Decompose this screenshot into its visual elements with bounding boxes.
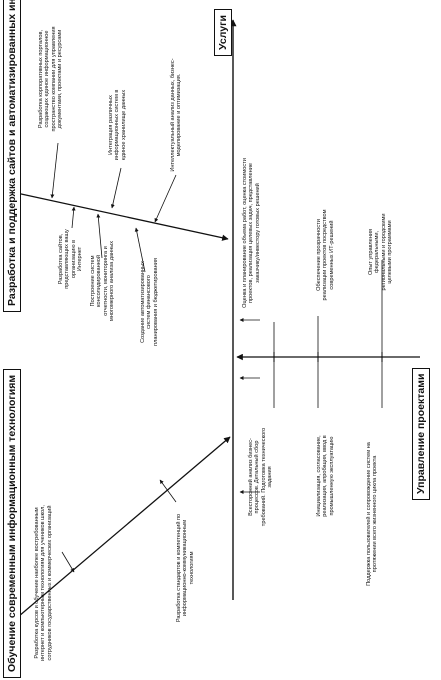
training-branch <box>11 436 231 623</box>
training-box: Обучение современным информационным техн… <box>3 368 22 678</box>
arrow-standards <box>159 479 177 503</box>
note-evaluation: Оценка и планирование объема работ, оцен… <box>242 158 261 308</box>
note-portals: Разработка корпоративных порталов, созда… <box>38 26 64 132</box>
arrow-financial <box>134 227 146 273</box>
arrow-sites <box>71 206 76 229</box>
note-integration: Интеграция различных информационных сист… <box>108 89 127 161</box>
note-reporting: Построение систем консолидированной отче… <box>90 240 116 322</box>
note-analysis: Интеллектуальный анализ данных, бизнес-м… <box>170 58 183 172</box>
note-transparency: Обеспечение прозрачности реализации прое… <box>316 209 335 301</box>
arrow-analysis <box>154 174 177 223</box>
web-systems-box: Разработка и поддержка сайтов и автомати… <box>3 0 22 312</box>
note-courses: Разработка курсов и обучение наиболее во… <box>34 505 53 661</box>
note-financial: Создание автоматизированных систем финан… <box>140 258 159 346</box>
note-standards: Разработка стандартов и компетенций по и… <box>176 513 195 623</box>
note-sites: Разработка сайтов, представляющих вашу о… <box>58 229 84 289</box>
note-experience: Опыт управления федеральными, региональн… <box>368 213 394 291</box>
arrow-reporting <box>96 213 103 259</box>
services-box: Услуги <box>214 9 233 56</box>
arrow-courses <box>61 551 75 573</box>
note-initiation: Инициализация, согласование, реализация,… <box>316 435 335 517</box>
web-branch <box>11 191 229 241</box>
arrow-portals <box>50 142 59 199</box>
arrow-integration <box>110 167 122 209</box>
project-management-box: Управление проектами <box>412 367 431 500</box>
note-user-support: Поддержка пользователей и сопровождение … <box>366 442 379 586</box>
note-business-analysis: Всесторонний анализ бизнес-процессов. Де… <box>248 427 274 527</box>
